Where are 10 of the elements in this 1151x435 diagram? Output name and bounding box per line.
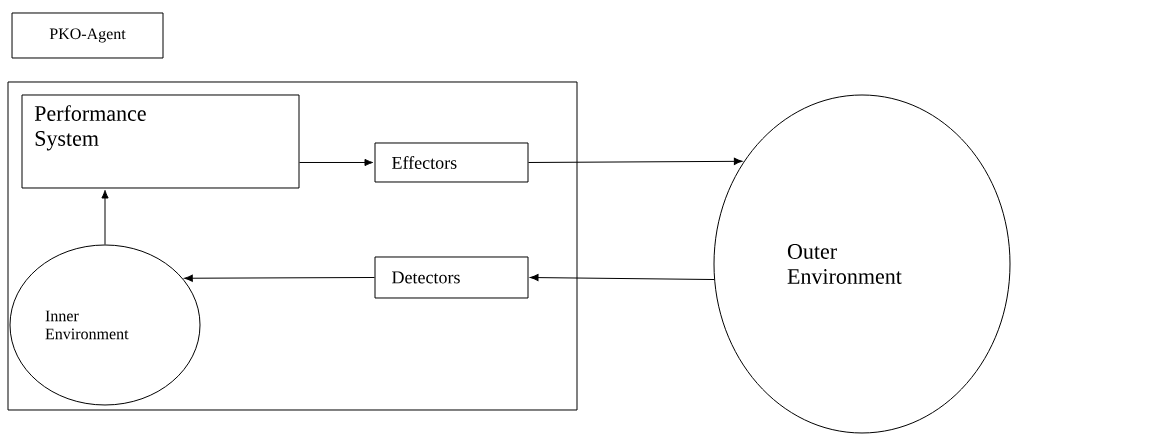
process-box: Detectors [374, 256, 529, 299]
label-box: PKO-Agent [11, 12, 164, 59]
agent-frame [7, 81, 578, 411]
arrow [184, 274, 375, 282]
process-box: Effectors [374, 142, 529, 183]
arrow [528, 157, 743, 165]
arrow [299, 158, 374, 167]
arrow [529, 274, 715, 282]
arrow [101, 189, 109, 245]
process-box: Performance System [21, 94, 300, 189]
